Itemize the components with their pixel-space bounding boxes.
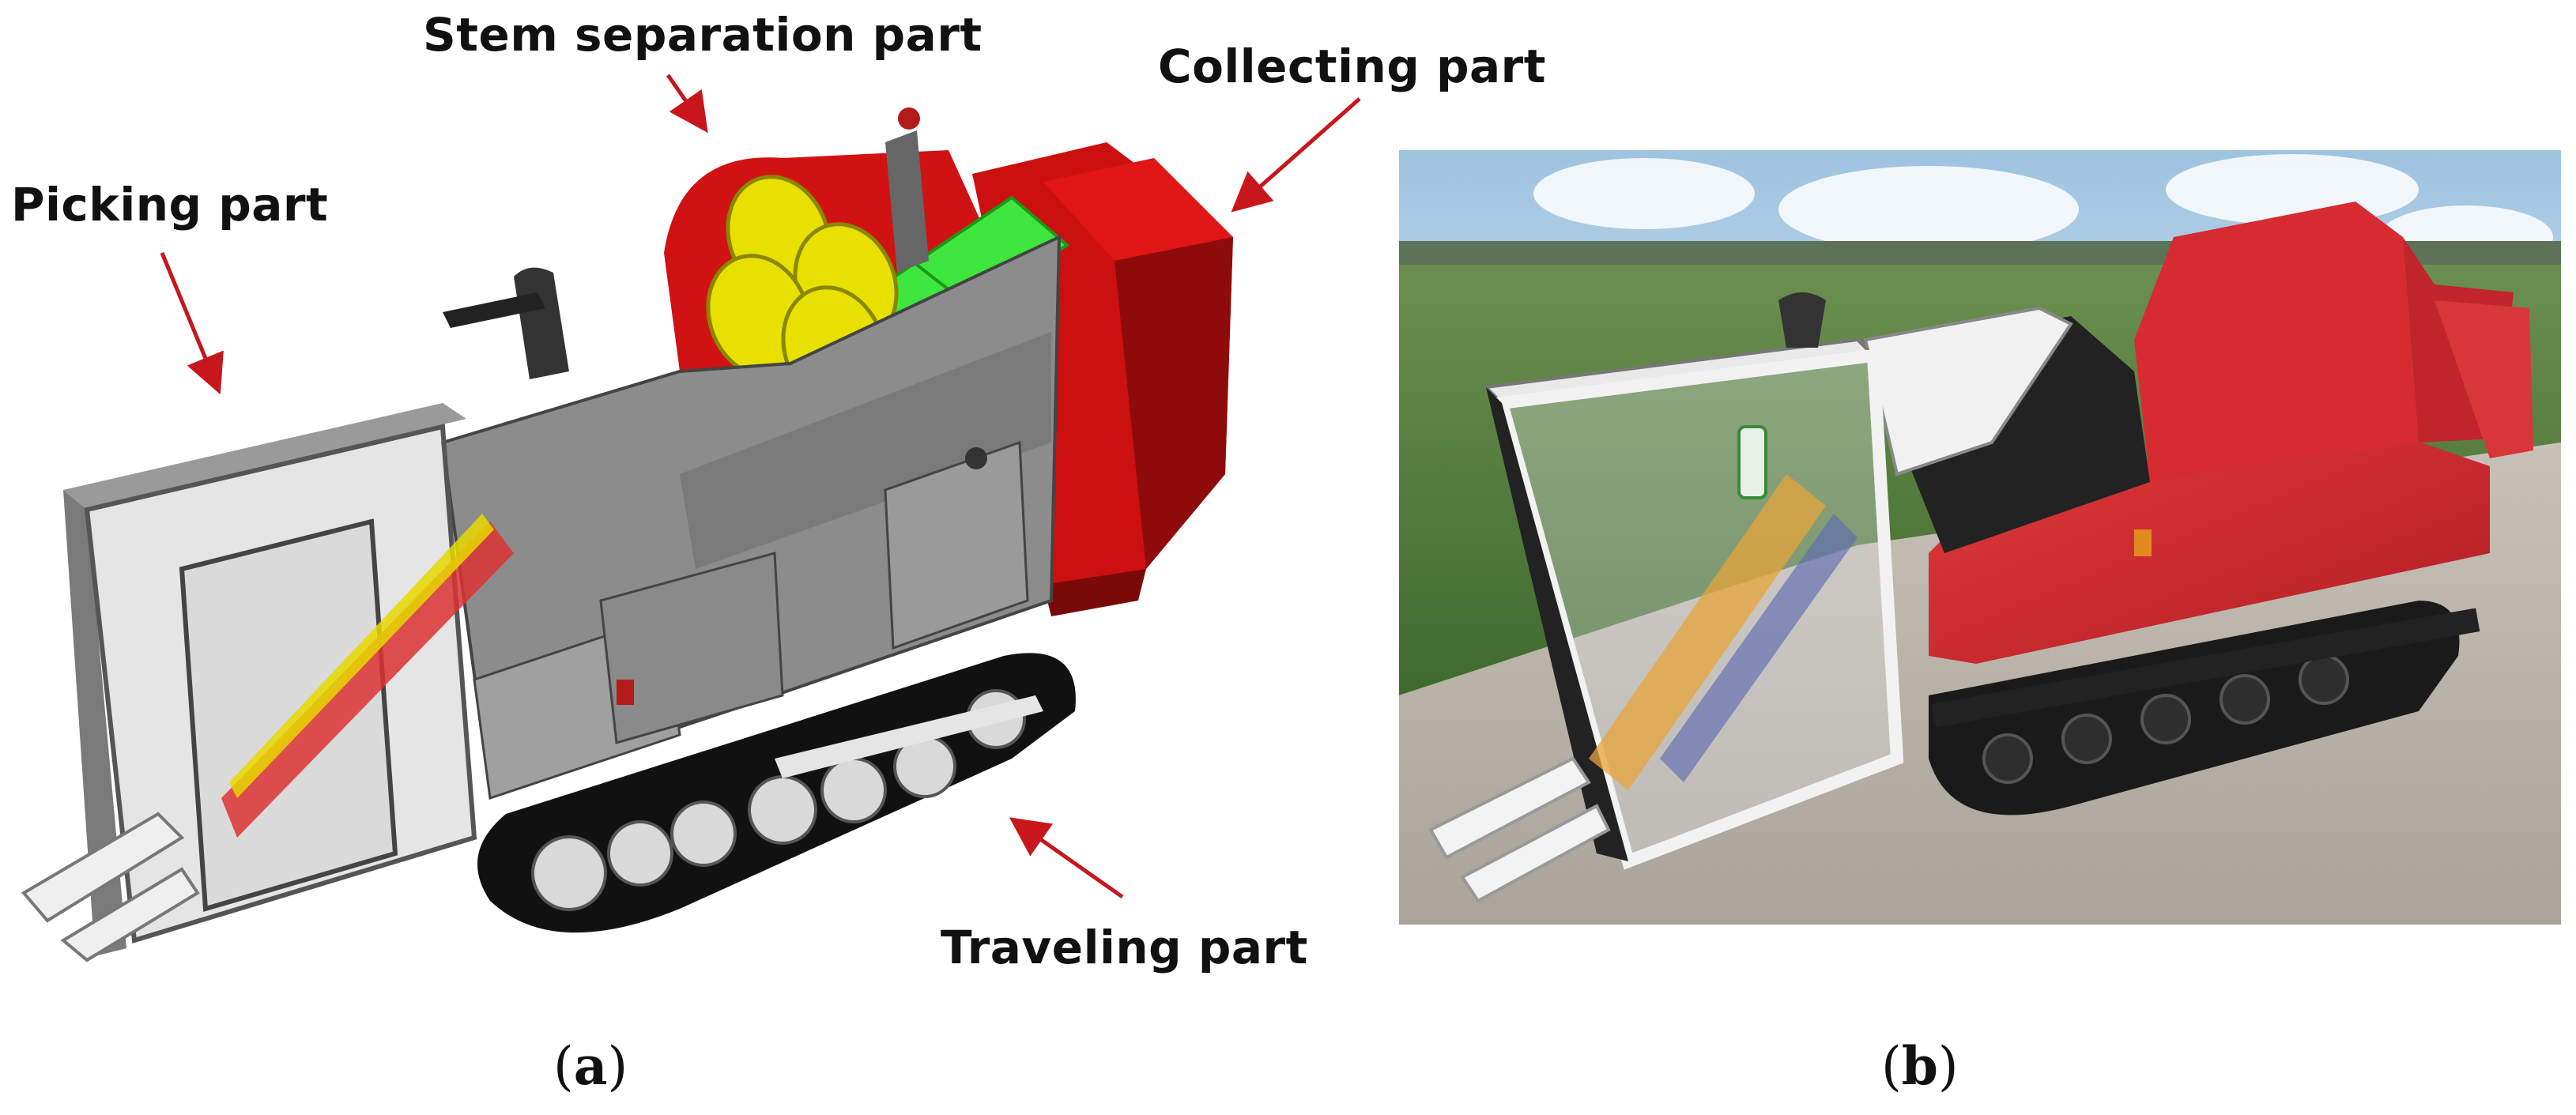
cad-main-body [440, 107, 1062, 800]
arrow-traveling [1009, 817, 1124, 899]
caption-a-letter: a [573, 1035, 608, 1097]
cad-track [477, 653, 1076, 933]
label-collecting-part: Collecting part [1158, 40, 1546, 93]
cad-rendering [21, 107, 1233, 962]
caption-a: (a) [553, 1035, 628, 1097]
arrow-collecting [1231, 97, 1361, 213]
arrow-stem-separation [666, 73, 708, 134]
label-picking-part: Picking part [11, 178, 329, 232]
label-stem-separation-part: Stem separation part [423, 8, 983, 62]
caption-b-letter: b [1901, 1035, 1938, 1097]
photo-picking-cage [1428, 292, 1904, 903]
arrow-picking [160, 252, 224, 395]
photo [1399, 150, 2561, 925]
label-traveling-part: Traveling part [941, 921, 1308, 974]
callout-arrows [160, 73, 1361, 899]
caption-b: (b) [1881, 1035, 1959, 1097]
cad-picking-cage [21, 403, 514, 962]
